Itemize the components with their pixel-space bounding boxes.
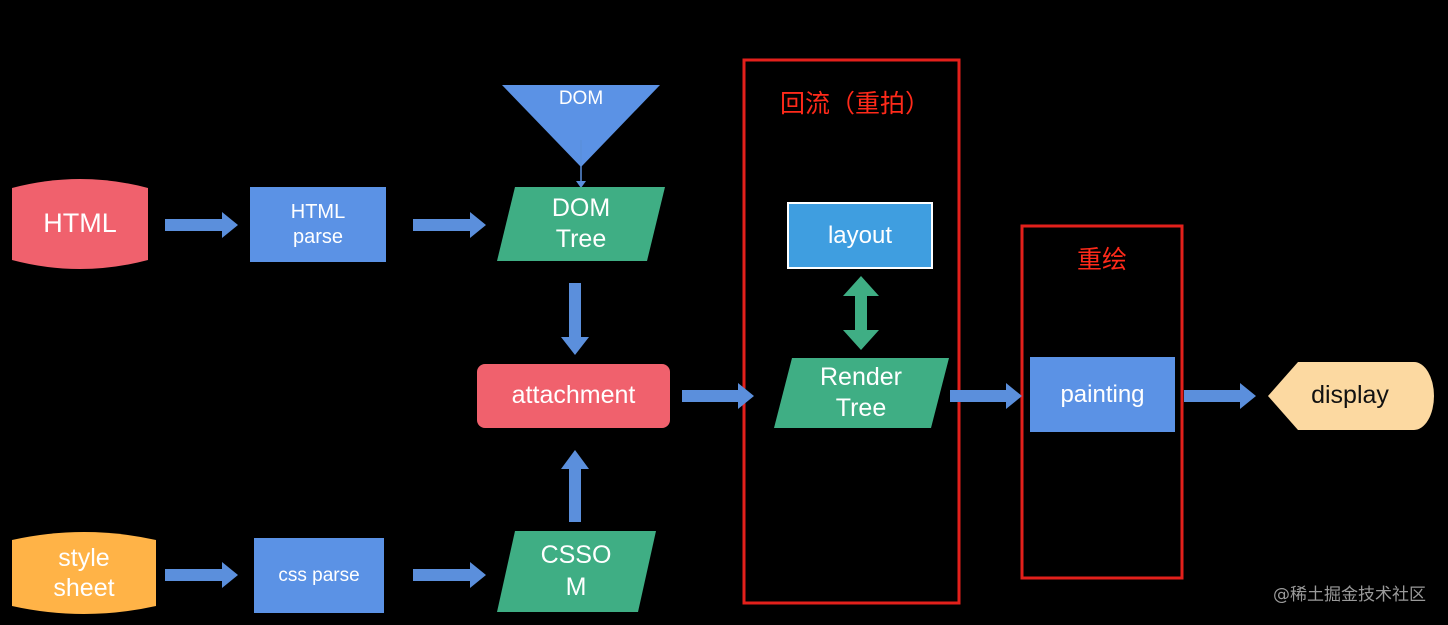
arrow-stylesheet-to-cssparse — [165, 562, 238, 588]
watermark-text: @稀土掘金技术社区 — [1273, 585, 1426, 605]
attachment-box — [477, 364, 670, 428]
layout-render-double-arrow — [843, 276, 879, 350]
arrow-painting-to-display — [1184, 383, 1256, 409]
arrow-domtree-to-attachment — [561, 283, 589, 355]
stylesheet-document-shape — [12, 532, 156, 614]
painting-box — [1030, 357, 1175, 432]
dom-source-triangle — [502, 85, 660, 167]
arrow-parse-to-domtree — [413, 212, 486, 238]
arrow-html-to-parse — [165, 212, 238, 238]
render-tree-shape — [774, 358, 949, 428]
arrow-cssparse-to-cssom — [413, 562, 486, 588]
dom-connector-arrowhead — [576, 181, 586, 188]
dom-tree-shape — [497, 187, 665, 261]
html-parse-box — [250, 187, 386, 262]
arrow-attachment-to-render — [682, 383, 754, 409]
cssom-shape — [497, 531, 656, 612]
css-parse-box — [254, 538, 384, 613]
reflow-group-border — [742, 58, 961, 605]
display-shape — [1268, 362, 1434, 430]
layout-box — [787, 202, 933, 269]
arrow-cssom-to-attachment — [561, 450, 589, 522]
repaint-group-border — [1020, 224, 1184, 580]
html-document-shape — [12, 179, 148, 269]
arrow-render-to-painting — [950, 383, 1022, 409]
